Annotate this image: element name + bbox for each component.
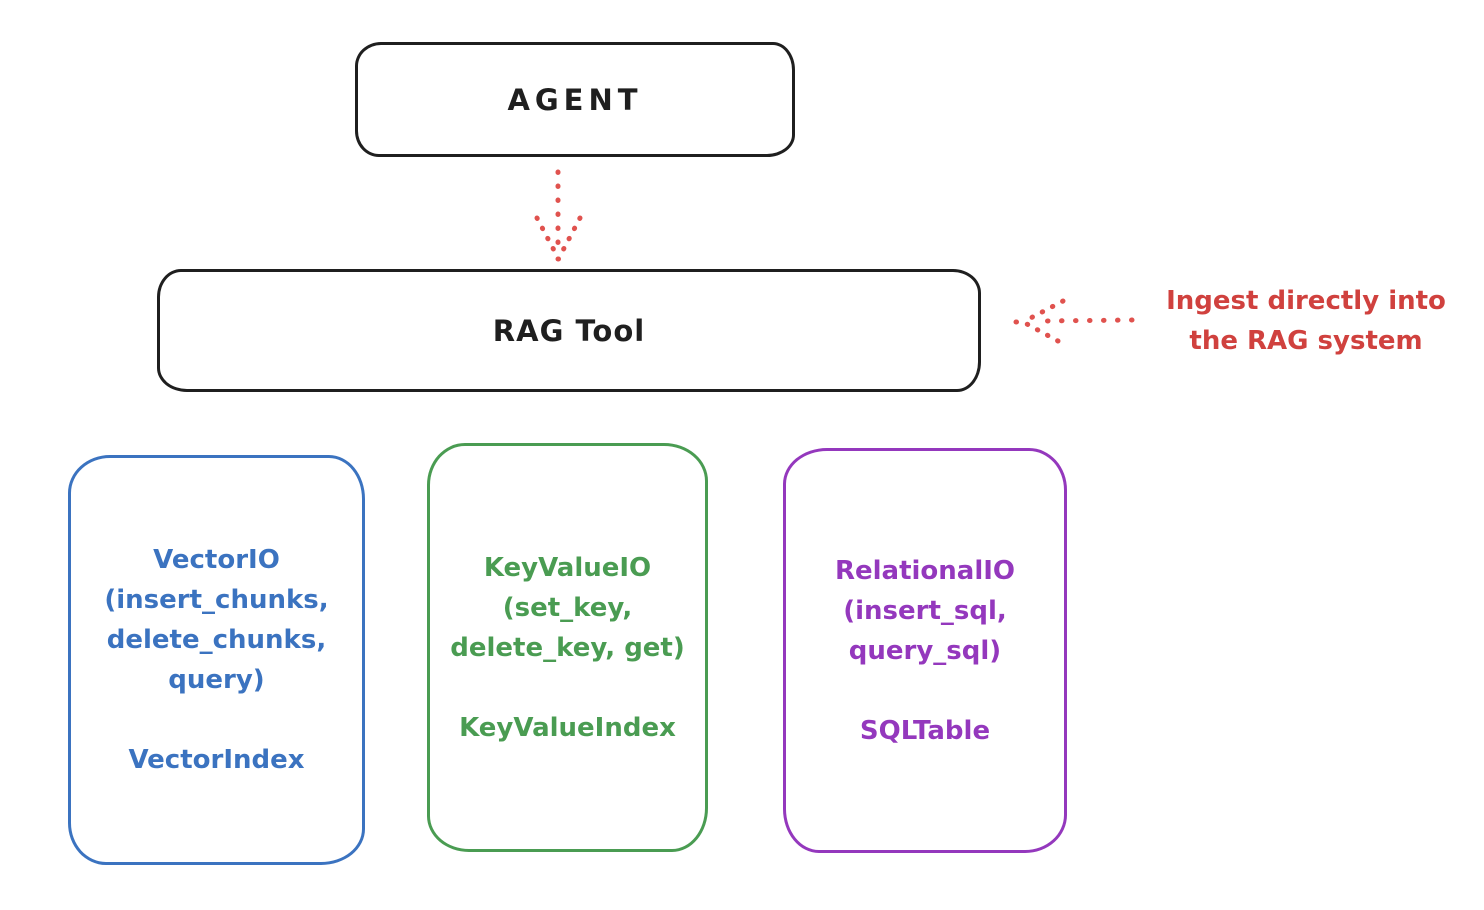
node-key-value-io-title: KeyValueIO (set_key, delete_key, get) bbox=[450, 548, 685, 668]
node-key-value-io: KeyValueIO (set_key, delete_key, get) Ke… bbox=[427, 443, 708, 852]
title-line: VectorIO bbox=[153, 545, 280, 575]
title-line: (insert_chunks, bbox=[104, 585, 329, 615]
node-agent: AGENT bbox=[355, 42, 795, 157]
title-line: delete_key, get) bbox=[450, 632, 685, 663]
ingest-annotation: Ingest directly into the RAG system bbox=[1134, 281, 1478, 361]
node-rag-tool: RAG Tool bbox=[157, 269, 981, 392]
title-line: KeyValueIO bbox=[483, 552, 652, 583]
title-line: query_sql) bbox=[848, 635, 1002, 666]
node-vector-io-index-label: VectorIndex bbox=[128, 745, 305, 775]
node-vector-io: VectorIO (insert_chunks, delete_chunks, … bbox=[68, 455, 365, 865]
node-vector-io-title: VectorIO (insert_chunks, delete_chunks, … bbox=[104, 540, 328, 700]
title-line: delete_chunks, bbox=[106, 625, 327, 655]
title-line: (insert_sql, bbox=[843, 595, 1007, 626]
node-key-value-io-index-label: KeyValueIndex bbox=[459, 712, 676, 743]
title-line: (set_key, bbox=[502, 592, 633, 623]
title-line: query) bbox=[168, 665, 265, 695]
ingest-annotation-line: Ingest directly into bbox=[1166, 286, 1446, 316]
node-relational-io-title: RelationalIO (insert_sql, query_sql) bbox=[835, 551, 1015, 671]
node-rag-tool-label: RAG Tool bbox=[492, 313, 646, 348]
node-relational-io-index-label: SQLTable bbox=[859, 715, 991, 746]
node-relational-io: RelationalIO (insert_sql, query_sql) SQL… bbox=[783, 448, 1067, 853]
node-agent-label: AGENT bbox=[507, 82, 643, 117]
title-line: RelationalIO bbox=[834, 555, 1016, 586]
ingest-annotation-line: the RAG system bbox=[1189, 326, 1423, 356]
